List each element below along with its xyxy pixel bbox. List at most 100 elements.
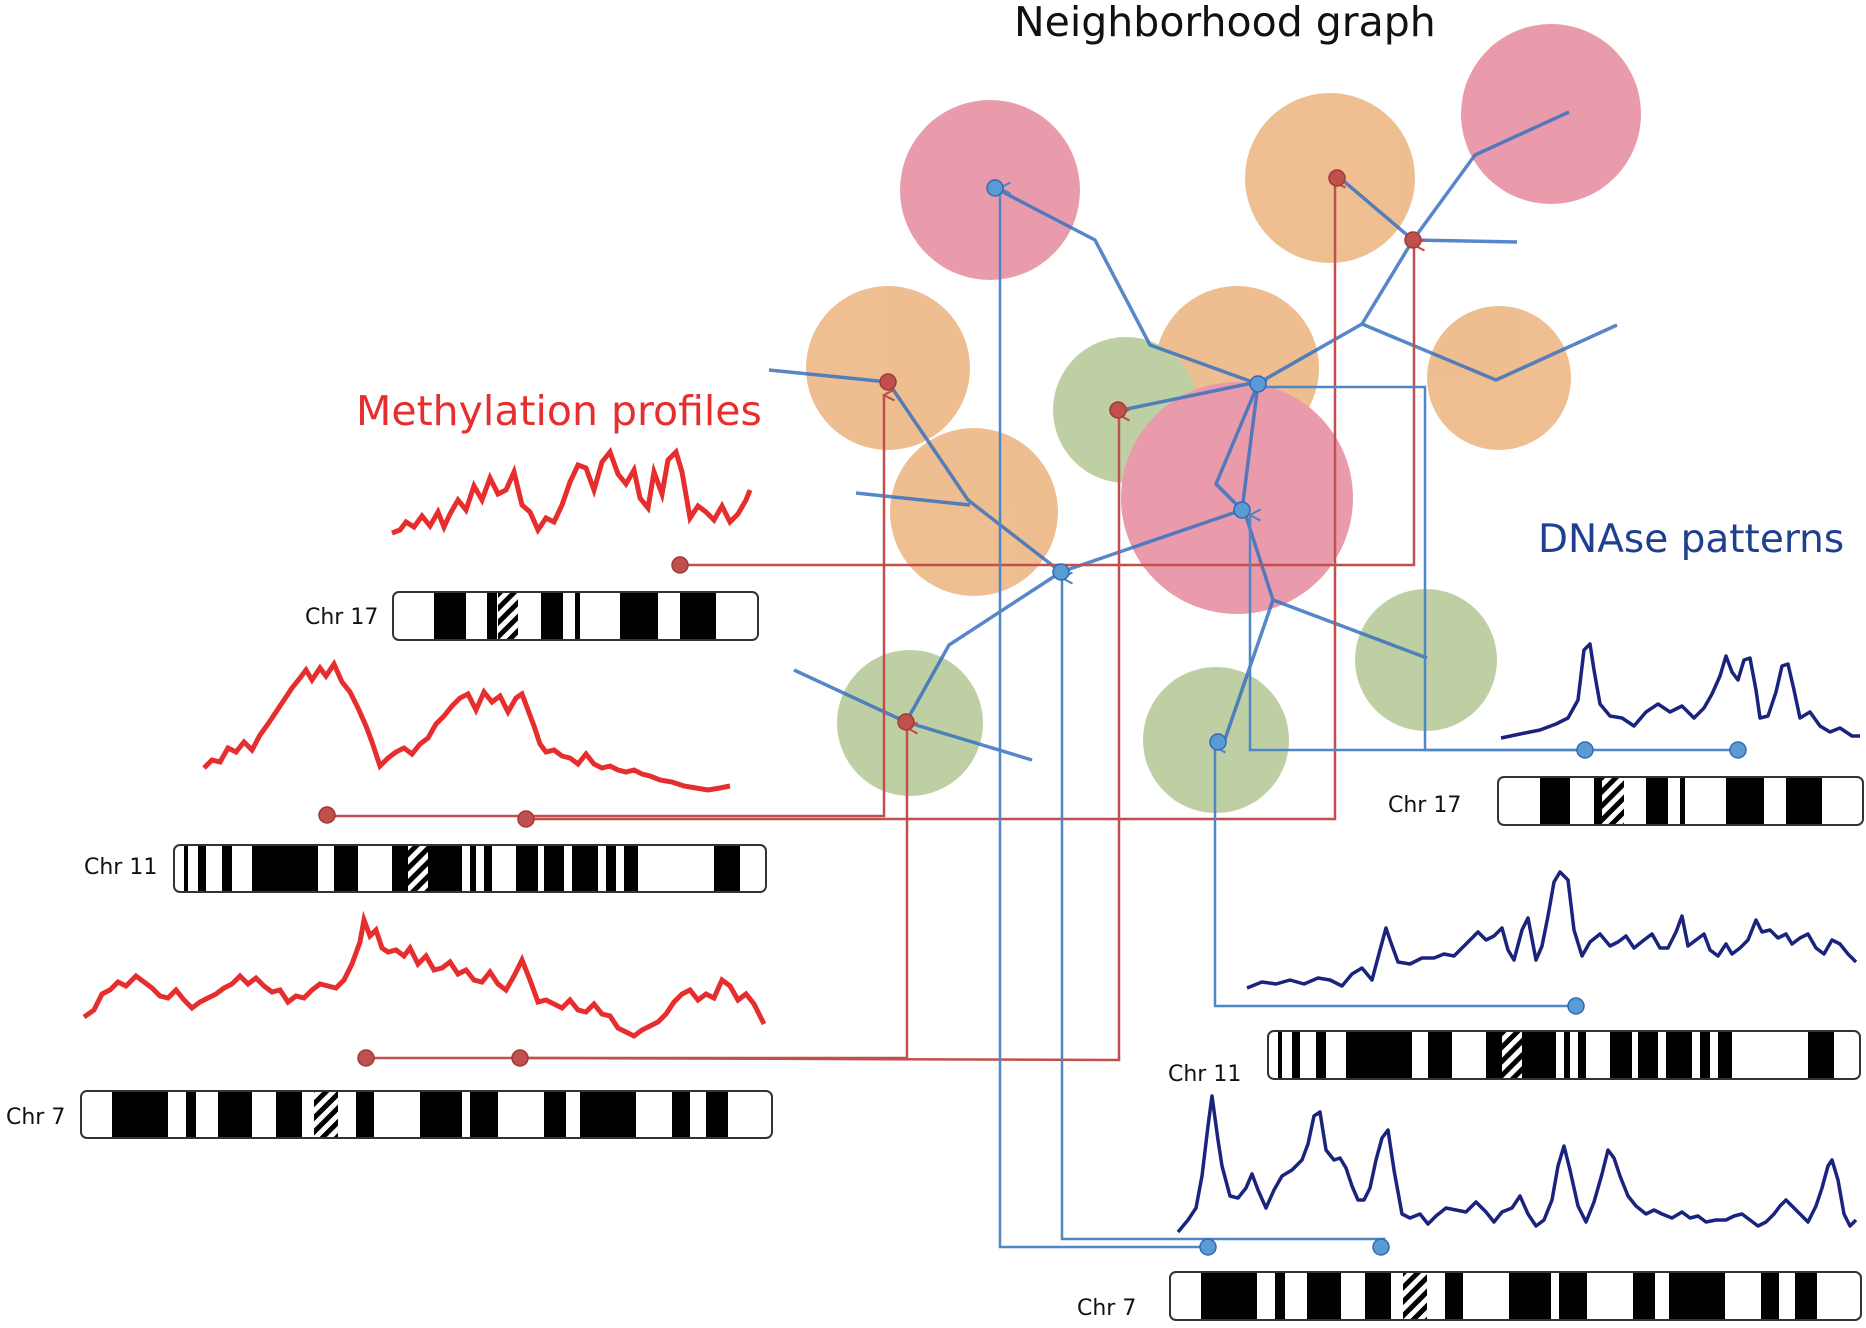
graph-edge: [1272, 598, 1428, 660]
chromosome-band: [356, 1092, 374, 1137]
graph-edge: [793, 570, 1062, 724]
dnase-probes: [1199, 741, 1747, 1256]
graph-edge: [1361, 322, 1618, 382]
chromosome-band: [1578, 1032, 1586, 1078]
chromosome-band: [334, 846, 358, 891]
chromosome-band: [1278, 1032, 1282, 1078]
dnase-probe[interactable]: [1372, 1238, 1390, 1256]
chromosome-ideogram-methylation-chr7: Chr 7: [6, 1090, 773, 1139]
chromosome-band: [1292, 1032, 1300, 1078]
cluster-pink: [1121, 382, 1353, 614]
chromosome-band: [680, 593, 716, 639]
chromosome-band: [428, 846, 462, 891]
graph-nodes-methylation: [879, 169, 1422, 731]
chromosome-band: [1761, 1273, 1779, 1319]
centromere: [314, 1092, 338, 1137]
chromosome-band: [1594, 778, 1602, 824]
chromosome-band: [1646, 778, 1668, 824]
graph-node-red[interactable]: [1109, 401, 1127, 419]
chromosome-band: [1316, 1032, 1326, 1078]
dnase-trace-chr11: [1246, 870, 1858, 990]
graph-node-blue[interactable]: [986, 179, 1004, 197]
methylation-probe[interactable]: [671, 556, 689, 574]
graph-node-red[interactable]: [897, 713, 915, 731]
methylation-profiles-title: Methylation profiles: [356, 387, 762, 435]
diagram-title: Neighborhood graph: [1014, 0, 1436, 46]
chromosome-label: Chr 11: [84, 855, 157, 880]
methylation-connectors: [327, 182, 1414, 1062]
chromosome-band: [420, 1092, 462, 1137]
dnase-connector: [1215, 747, 1576, 1008]
methylation-probe[interactable]: [318, 806, 336, 824]
chromosome-band: [218, 1092, 252, 1137]
chromosome-band: [1201, 1273, 1257, 1319]
methylation-connector: [680, 245, 1414, 567]
methylation-trace-chr7: [82, 910, 767, 1039]
chromosome-band: [1275, 1273, 1285, 1319]
chromosome-band: [222, 846, 232, 891]
chromosome-band: [1428, 1032, 1452, 1078]
dnase-probe[interactable]: [1567, 997, 1585, 1015]
chromosome-band: [541, 593, 563, 639]
graph-node-blue[interactable]: [1209, 733, 1227, 751]
chromosome-band: [1486, 1032, 1502, 1078]
chromosome-band: [572, 846, 598, 891]
methylation-probe[interactable]: [511, 1049, 529, 1067]
chromosome-band: [1638, 1032, 1658, 1078]
chromosome-band: [706, 1092, 728, 1137]
chromosome-band: [1680, 778, 1685, 824]
methylation-trace-chr17: [391, 446, 753, 536]
graph-node-red[interactable]: [1404, 231, 1422, 249]
chromosome-band: [276, 1092, 302, 1137]
centromere: [1602, 778, 1624, 824]
graph-edges: [768, 110, 1618, 762]
chromosome-band: [1669, 1273, 1725, 1319]
chromosome-band: [1540, 778, 1570, 824]
cluster-orange: [806, 286, 970, 450]
chromosome-band: [1666, 1032, 1692, 1078]
chromosome-band: [198, 846, 206, 891]
methylation-probe[interactable]: [517, 810, 535, 828]
chromosome-ideogram-methylation-chr17: Chr 17: [305, 591, 759, 641]
chromosome-band: [1808, 1032, 1834, 1078]
dnase-probe[interactable]: [1729, 741, 1747, 759]
chromosome-band: [252, 846, 318, 891]
graph-nodes-dnase: [986, 179, 1267, 751]
graph-node-red[interactable]: [1328, 169, 1346, 187]
chromosome-band: [470, 1092, 498, 1137]
chromosome-band: [714, 846, 740, 891]
chromosome-band: [184, 846, 188, 891]
dnase-trace-chr7: [1176, 1094, 1858, 1234]
chromosome-band: [1445, 1273, 1463, 1319]
dnase-connector: [1000, 188, 1208, 1249]
chromosome-band: [580, 1092, 636, 1137]
graph-node-blue[interactable]: [1233, 501, 1251, 519]
chromosome-band: [470, 846, 476, 891]
chromosome-band: [1509, 1273, 1551, 1319]
methylation-trace-chr11: [202, 658, 731, 793]
chromosome-ideogram-methylation-chr11: Chr 11: [84, 844, 767, 893]
methylation-probe[interactable]: [357, 1049, 375, 1067]
chromosome-band: [575, 593, 580, 639]
dnase-probe[interactable]: [1576, 741, 1594, 759]
chromosome-band: [544, 846, 564, 891]
chromosome-band: [1633, 1273, 1655, 1319]
chromosome-label: Chr 11: [1168, 1062, 1241, 1087]
graph-edge: [855, 491, 971, 507]
chromosome-band: [434, 593, 466, 639]
chromosome-band: [1522, 1032, 1556, 1078]
chromosome-band: [484, 846, 492, 891]
graph-node-blue[interactable]: [1249, 375, 1267, 393]
chromosome-band: [1786, 778, 1822, 824]
graph-node-red[interactable]: [879, 373, 897, 391]
chromosome-ideogram-dnase-chr7: Chr 7: [1077, 1271, 1862, 1321]
chromosome-band: [1726, 778, 1764, 824]
chromosome-band: [544, 1092, 566, 1137]
chromosome-label: Chr 17: [1388, 793, 1461, 818]
graph-node-blue[interactable]: [1052, 563, 1070, 581]
chromosome-label: Chr 7: [6, 1105, 65, 1130]
dnase-probe[interactable]: [1199, 1238, 1217, 1256]
graph-edge: [768, 368, 1063, 574]
centromere: [408, 846, 428, 891]
chromosome-band: [112, 1092, 168, 1137]
